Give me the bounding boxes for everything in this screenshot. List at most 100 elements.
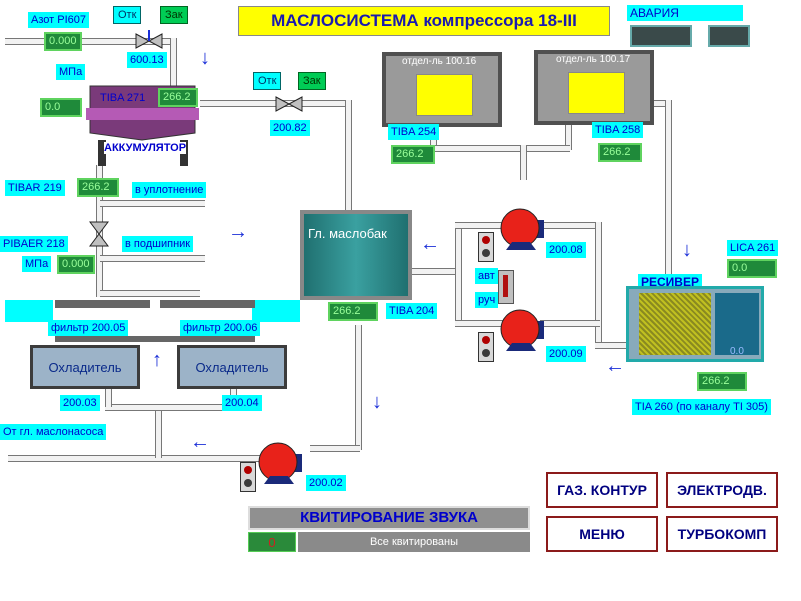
- pump-200-09[interactable]: [500, 307, 544, 351]
- pump-200-09-id: 200.09: [546, 346, 586, 362]
- left-arrow-icon: ←: [605, 355, 625, 377]
- pump-200-08-signal: [478, 232, 494, 262]
- pipe: [8, 455, 263, 462]
- pipe: [540, 222, 600, 229]
- pipe: [540, 320, 600, 327]
- pipe: [410, 268, 460, 275]
- nitrogen-value: 0.000: [44, 32, 82, 51]
- pump-200-02-id: 200.02: [306, 475, 346, 491]
- valve-200-82-id: 200.82: [270, 120, 310, 136]
- pump-200-02[interactable]: [258, 440, 302, 484]
- auto-mode-label[interactable]: авт: [475, 268, 498, 284]
- valve-600-id: 600.13: [127, 52, 167, 68]
- gas-circuit-button[interactable]: ГАЗ. КОНТУР: [546, 472, 658, 508]
- valve-600-icon[interactable]: [134, 28, 164, 54]
- to-seal-label: в уплотнение: [132, 182, 207, 198]
- tiba258-label: TIBA 258: [592, 122, 644, 138]
- left-arrow-icon: ←: [190, 431, 210, 453]
- pipe: [155, 410, 162, 458]
- pipe: [455, 222, 505, 229]
- alarm-indicator-2: [708, 25, 750, 47]
- down-arrow-icon: ↓: [372, 391, 382, 413]
- up-arrow-icon: ↑: [152, 349, 162, 371]
- tia260-value: 266.2: [697, 372, 747, 391]
- tiba204-value: 266.2: [328, 302, 378, 321]
- filter-base: [55, 336, 255, 342]
- valve-600-close-button[interactable]: Зак: [160, 6, 188, 24]
- pipe: [455, 320, 505, 327]
- pipe: [455, 225, 462, 325]
- pibaer218-label: PIBAER 218: [0, 236, 68, 252]
- turbo-compressor-button[interactable]: ТУРБОКОМП: [666, 516, 778, 552]
- separator-100-16-label: отдел-ль 100.16: [402, 56, 477, 67]
- menu-button[interactable]: МЕНЮ: [546, 516, 658, 552]
- nitrogen-unit: МПа: [56, 64, 86, 80]
- pipe: [105, 385, 112, 407]
- pipe: [640, 100, 670, 107]
- lica261-label: LICA 261: [727, 240, 779, 256]
- pipe: [170, 38, 177, 88]
- electro-motor-button[interactable]: ЭЛЕКТРОДВ.: [666, 472, 778, 508]
- pipe: [100, 290, 200, 297]
- tiba204-label: TIBA 204: [386, 303, 438, 319]
- pipe: [595, 222, 602, 347]
- nitrogen-label: Азот PI607: [28, 12, 89, 28]
- cooler-200-03-id: 200.03: [60, 395, 100, 411]
- accumulator-value: 266.2: [158, 88, 198, 107]
- pump-200-08[interactable]: [500, 206, 544, 250]
- pibaer218-value: 0.000: [57, 255, 95, 274]
- ack-sound-button[interactable]: КВИТИРОВАНИЕ ЗВУКА: [248, 506, 530, 530]
- separator-100-16: [382, 52, 502, 127]
- from-pump-label: От гл. маслонасоса: [0, 424, 107, 440]
- right-arrow-icon: →: [228, 221, 248, 243]
- mode-switch[interactable]: [498, 270, 514, 304]
- page-title: МАСЛОСИСТЕМА компрессора 18-III: [238, 6, 610, 36]
- pipe: [430, 130, 437, 150]
- receiver-tank: [626, 286, 764, 362]
- separator-100-17-label: отдел-ль 100.17: [556, 54, 631, 65]
- pipe: [345, 100, 352, 210]
- valve-200-82-close-button[interactable]: Зак: [298, 72, 326, 90]
- valve-icon[interactable]: [88, 220, 110, 248]
- accumulator-label: АККУМУЛЯТОР: [104, 142, 187, 154]
- cooler-200-04: Охладитель: [177, 345, 287, 389]
- cooler-200-04-id: 200.04: [222, 395, 262, 411]
- ack-count: 0: [248, 532, 296, 552]
- filter-200-06: [160, 300, 255, 308]
- pipe: [665, 100, 672, 290]
- main-oil-tank: [300, 210, 412, 300]
- down-arrow-icon: ↓: [682, 239, 692, 261]
- filter-block-right: [252, 300, 300, 322]
- pipe: [200, 100, 350, 107]
- valve-200-82-open-button[interactable]: Отк: [253, 72, 282, 90]
- alarm-indicator-1: [630, 25, 692, 47]
- pipe: [5, 38, 175, 45]
- left-value: 0.0: [40, 98, 82, 117]
- pipe: [520, 145, 527, 180]
- accumulator-tag: TIBA 271: [100, 92, 146, 104]
- ack-status: Все квитированы: [298, 532, 530, 552]
- tiba254-label: TIBA 254: [388, 124, 440, 140]
- down-arrow-icon: ↓: [200, 47, 210, 69]
- pipe: [520, 145, 570, 152]
- tibar219-value: 266.2: [77, 178, 119, 197]
- filter-200-05-label: фильтр 200.05: [48, 320, 129, 336]
- receiver-level-3: 0.0: [730, 346, 744, 357]
- valve-200-82-icon[interactable]: [274, 92, 304, 116]
- pipe: [100, 200, 205, 207]
- pipe: [565, 125, 572, 150]
- filter-200-05: [55, 300, 150, 308]
- pump-200-09-signal: [478, 332, 494, 362]
- pipe: [100, 255, 205, 262]
- pipe: [430, 145, 520, 152]
- pipe: [595, 342, 630, 349]
- tiba258-value: 266.2: [598, 143, 642, 162]
- lica261-value: 0.0: [727, 259, 777, 278]
- alarm-label: АВАРИЯ: [627, 5, 743, 21]
- pipe: [105, 404, 235, 411]
- pump-200-02-signal: [240, 462, 256, 492]
- tibar219-label: TIBAR 219: [5, 180, 65, 196]
- main-oil-tank-label: Гл. маслобак: [308, 226, 387, 241]
- manual-mode-label[interactable]: руч: [475, 292, 499, 308]
- valve-600-open-button[interactable]: Отк: [113, 6, 142, 24]
